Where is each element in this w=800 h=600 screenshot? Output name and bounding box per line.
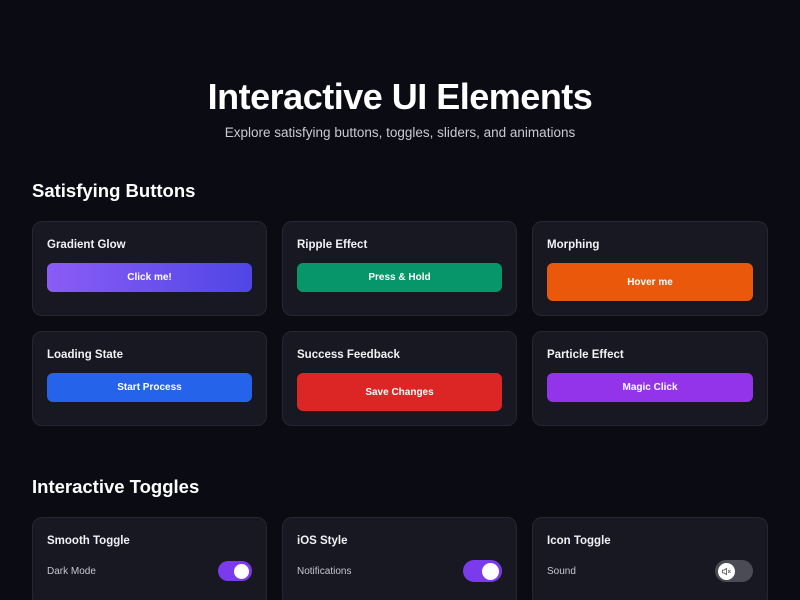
start-process-button[interactable]: Start Process [47, 373, 252, 402]
card-title: Icon Toggle [547, 535, 611, 547]
card-icon-toggle: Icon Toggle Sound [532, 517, 768, 600]
buttons-grid: Gradient Glow Click me! Ripple Effect Pr… [32, 221, 768, 426]
toggle-knob [717, 562, 735, 580]
card-ios-style: iOS Style Notifications [282, 517, 517, 600]
morphing-button[interactable]: Hover me [547, 263, 753, 301]
card-particle-effect: Particle Effect Magic Click [532, 331, 768, 426]
card-success-feedback: Success Feedback Save Changes [282, 331, 517, 426]
card-ripple-effect: Ripple Effect Press & Hold [282, 221, 517, 316]
card-title: Morphing [547, 239, 600, 251]
toggle-row: Dark Mode [47, 559, 252, 583]
sound-toggle[interactable] [715, 560, 753, 582]
notifications-label: Notifications [297, 565, 352, 577]
card-title: Particle Effect [547, 349, 624, 361]
gradient-glow-button[interactable]: Click me! [47, 263, 252, 292]
notifications-toggle[interactable] [463, 560, 502, 582]
card-loading-state: Loading State Start Process [32, 331, 267, 426]
card-morphing: Morphing Hover me [532, 221, 768, 316]
speaker-muted-icon [721, 567, 731, 575]
card-gradient-glow: Gradient Glow Click me! [32, 221, 267, 316]
toggle-knob [234, 563, 249, 579]
save-changes-button[interactable]: Save Changes [297, 373, 502, 411]
page-subtitle: Explore satisfying buttons, toggles, sli… [224, 125, 576, 140]
card-title: Success Feedback [297, 349, 400, 361]
dark-mode-label: Dark Mode [47, 565, 96, 577]
toggle-row: Sound [547, 559, 753, 583]
card-title: Loading State [47, 349, 124, 361]
magic-click-button[interactable]: Magic Click [547, 373, 753, 402]
card-smooth-toggle: Smooth Toggle Dark Mode [32, 517, 267, 600]
ripple-effect-button[interactable]: Press & Hold [297, 263, 502, 292]
card-title: Gradient Glow [47, 239, 126, 251]
dark-mode-toggle[interactable] [218, 561, 252, 581]
toggle-row: Notifications [297, 559, 502, 583]
card-title: Smooth Toggle [47, 535, 130, 547]
card-title: Ripple Effect [297, 239, 368, 251]
sound-label: Sound [547, 565, 576, 577]
hero: Interactive UI Elements Explore satisfyi… [0, 76, 800, 140]
card-title: iOS Style [297, 535, 348, 547]
toggle-knob [482, 562, 499, 580]
toggles-grid: Smooth Toggle Dark Mode iOS Style Notifi… [32, 517, 768, 600]
page-title: Interactive UI Elements [207, 76, 593, 117]
section-title-buttons: Satisfying Buttons [32, 180, 196, 201]
section-title-toggles: Interactive Toggles [32, 476, 200, 497]
